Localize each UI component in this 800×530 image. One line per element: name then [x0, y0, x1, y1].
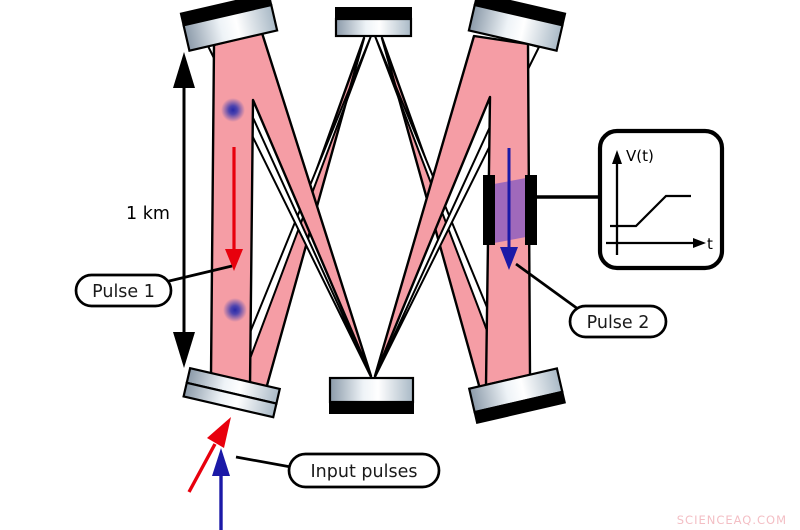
length-dimension-arrow — [173, 52, 195, 368]
mirror-top-right — [467, 0, 567, 52]
mirror-substrate — [328, 376, 415, 404]
mirror-bottom-right — [467, 367, 566, 424]
arrow-down-icon — [173, 332, 195, 368]
mirror-bottom-middle — [328, 376, 415, 414]
pulse2-callout: Pulse 2 — [568, 304, 668, 339]
mirror-backing — [473, 390, 566, 424]
mirror-substrate — [182, 3, 279, 52]
graph-y-arrow-icon — [612, 150, 622, 164]
input-pulses-label: Input pulses — [311, 462, 418, 482]
input-arrow-blue — [212, 448, 230, 530]
pulse2-pill — [568, 304, 668, 339]
watermark-text: SCIENCEAQ.COM — [677, 513, 787, 527]
input-arrow-red — [187, 417, 231, 493]
modulator-electrode-right — [525, 175, 537, 245]
input-pulses-pill — [287, 452, 441, 489]
voltage-graph-box: V(t) t — [597, 128, 725, 271]
pulse-dot-lower — [223, 298, 247, 322]
pulse-dot-upper — [221, 98, 245, 122]
mirror-top-left — [179, 0, 279, 52]
graph-ramp-curve — [610, 194, 691, 228]
mirror-top-middle — [334, 7, 413, 38]
input-red-shaft — [187, 443, 217, 493]
graph-y-label: V(t) — [626, 147, 654, 165]
graph-x-arrow-icon — [693, 238, 706, 248]
pulse1-callout: Pulse 1 — [74, 273, 173, 308]
pulse2-label: Pulse 2 — [587, 313, 650, 333]
pulse2-leader-line — [515, 262, 579, 311]
mirror-bottom-left-input-coupler — [182, 366, 282, 419]
mirror-substrate — [334, 17, 413, 38]
pulse1-leader-line — [164, 264, 233, 284]
pulse1-pill — [74, 273, 173, 308]
input-pulses-leader-line — [235, 455, 292, 469]
pulse2-arrow-head — [500, 247, 518, 270]
graph-x-label: t — [707, 235, 713, 253]
mirror-substrate-2 — [182, 381, 278, 419]
mirror-substrate — [467, 3, 564, 52]
pulse1-arrow-head — [225, 249, 243, 271]
input-pulses-callout: Input pulses — [287, 452, 441, 489]
input-blue-head — [212, 448, 230, 476]
modulator-electrode-left — [483, 175, 495, 245]
mirror-backing — [335, 7, 412, 20]
mirror-backing — [329, 401, 414, 414]
arrow-up-icon — [173, 52, 195, 88]
pulse1-label: Pulse 1 — [92, 282, 155, 302]
input-red-head — [207, 417, 231, 448]
length-label: 1 km — [126, 204, 170, 224]
